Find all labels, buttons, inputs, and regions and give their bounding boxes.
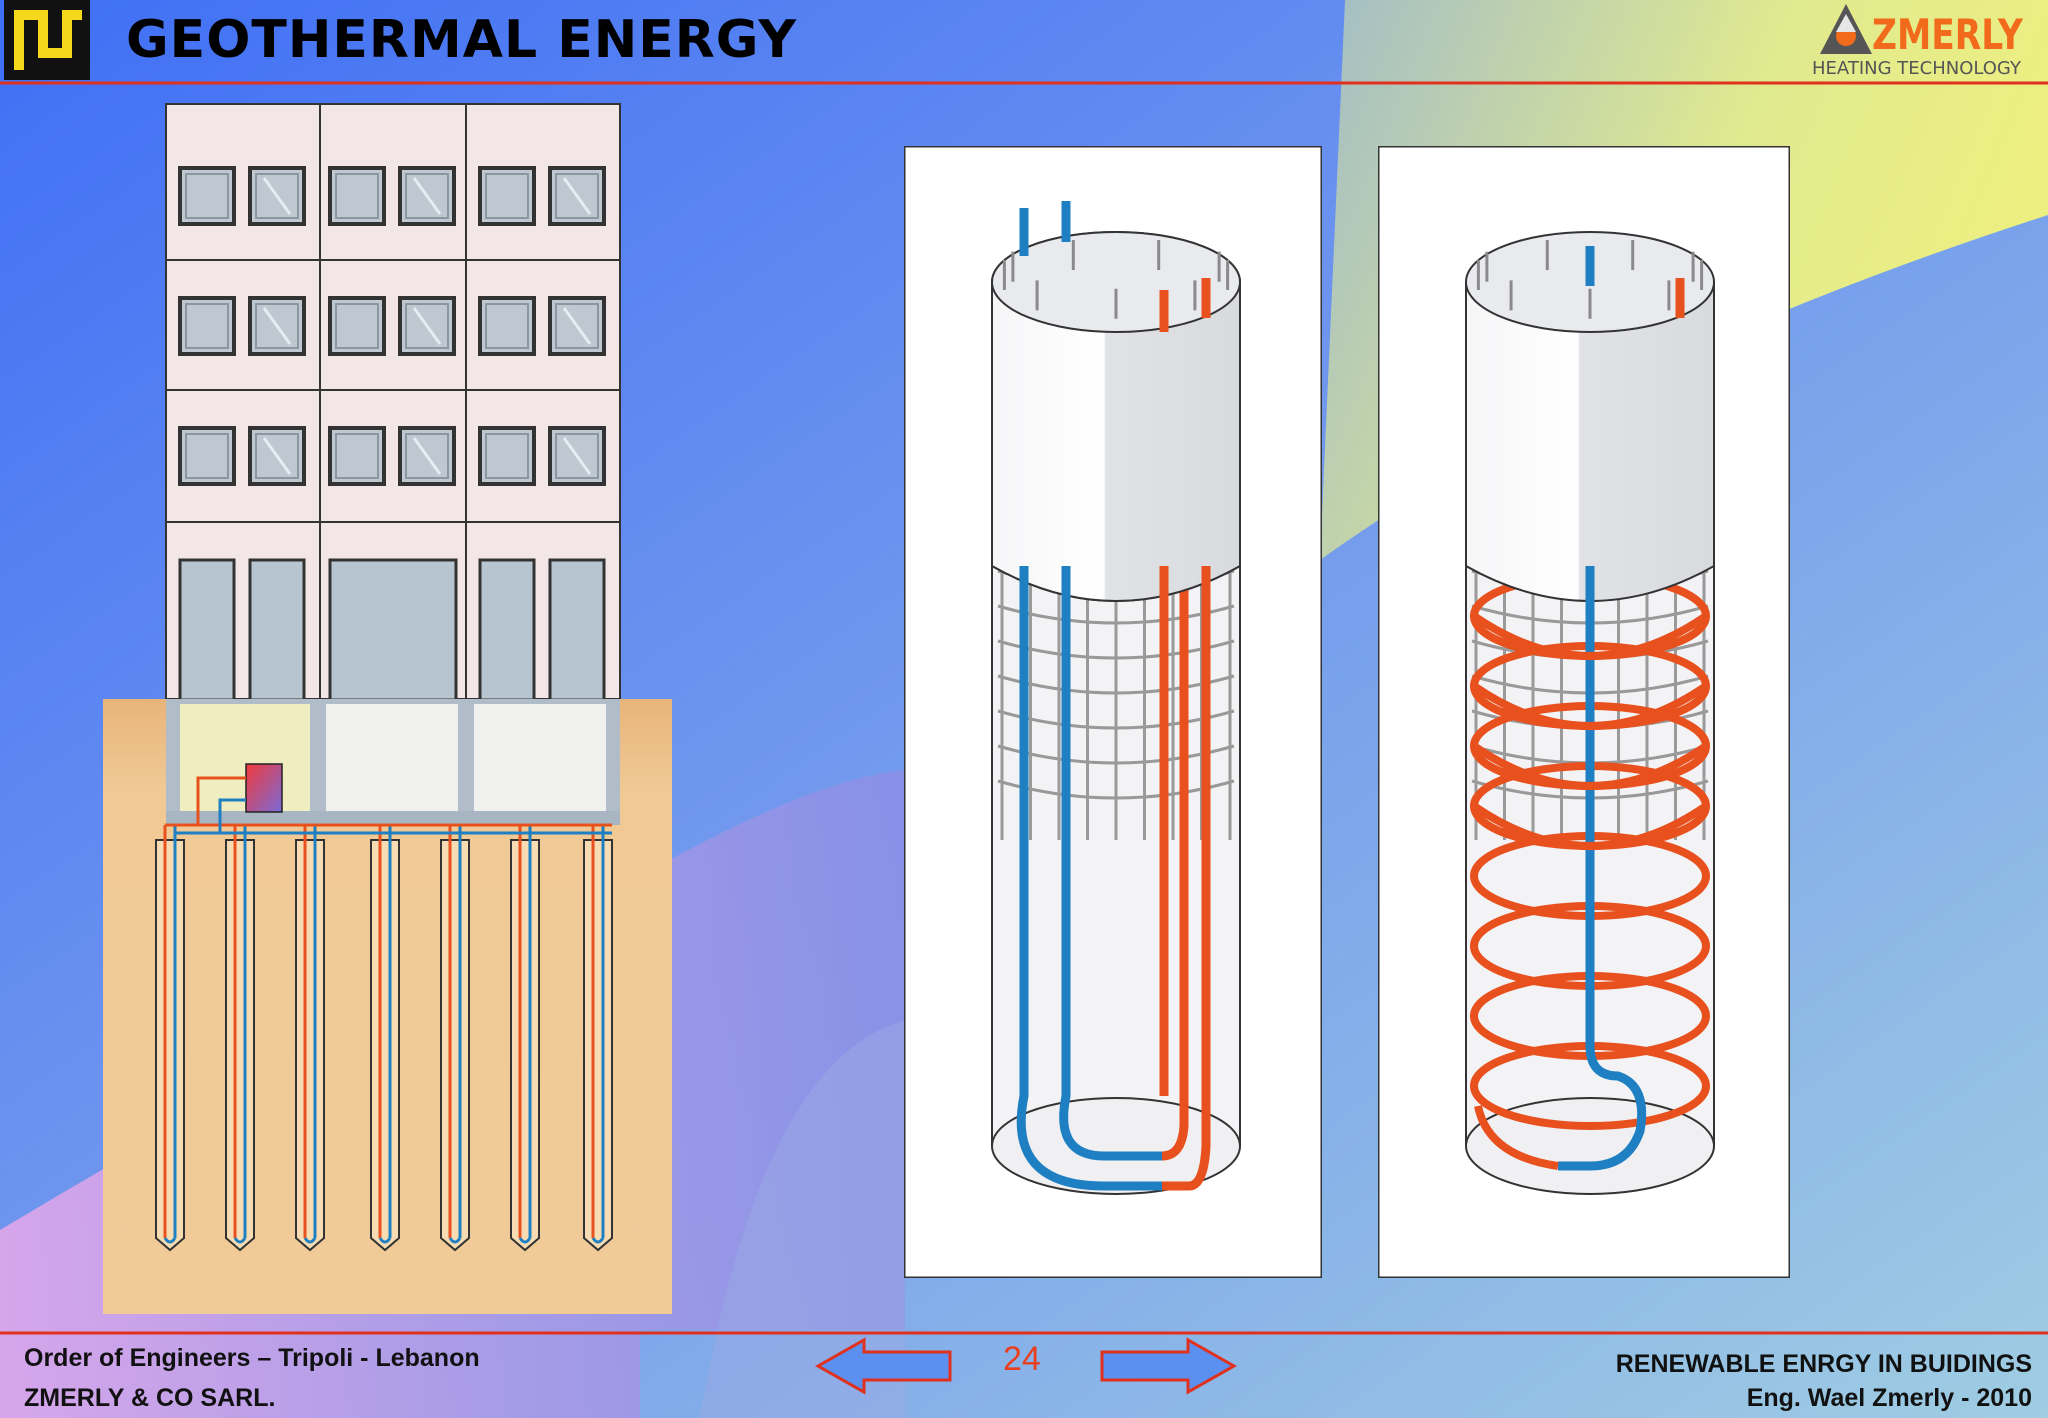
building-geothermal-illustration bbox=[103, 103, 672, 1314]
foundation-piles bbox=[155, 776, 613, 1252]
window bbox=[328, 166, 386, 226]
arrow-left-icon[interactable] bbox=[814, 1336, 954, 1396]
footer-company: ZMERLY & CO SARL. bbox=[24, 1384, 276, 1412]
page-number: 24 bbox=[1003, 1340, 1041, 1378]
window bbox=[248, 426, 306, 486]
pile bbox=[370, 839, 400, 1252]
window bbox=[328, 426, 386, 486]
window bbox=[478, 426, 536, 486]
header-divider bbox=[0, 81, 2048, 85]
footer-course-title: RENEWABLE ENRGY IN BUIDINGS bbox=[1615, 1350, 2032, 1378]
footer-divider bbox=[0, 1331, 2048, 1335]
pile bbox=[295, 839, 325, 1252]
window bbox=[478, 296, 536, 356]
page-title: GEOTHERMAL ENERGY bbox=[126, 10, 797, 70]
arrow-right-icon[interactable] bbox=[1098, 1336, 1238, 1396]
window bbox=[328, 296, 386, 356]
building-windows bbox=[178, 166, 606, 486]
energy-pile-u-loop-diagram bbox=[904, 146, 1322, 1278]
window bbox=[478, 166, 536, 226]
pile bbox=[440, 839, 470, 1252]
heat-pump-unit bbox=[245, 763, 283, 813]
pile bbox=[155, 839, 185, 1252]
triangle-flame-icon bbox=[1820, 4, 1872, 54]
window bbox=[178, 426, 236, 486]
energy-pile-helix-diagram bbox=[1378, 146, 1790, 1278]
brand-name: ZMERLY bbox=[1872, 10, 2023, 59]
pile bbox=[510, 839, 540, 1252]
window bbox=[178, 166, 236, 226]
company-monogram-icon bbox=[4, 0, 90, 80]
window bbox=[178, 296, 236, 356]
pile bbox=[225, 839, 255, 1252]
pile bbox=[583, 839, 613, 1252]
brand-tagline: HEATING TECHNOLOGY bbox=[1812, 58, 2021, 79]
footer-author: Eng. Wael Zmerly - 2010 bbox=[1746, 1384, 2032, 1412]
footer-organization: Order of Engineers – Tripoli - Lebanon bbox=[24, 1344, 480, 1372]
